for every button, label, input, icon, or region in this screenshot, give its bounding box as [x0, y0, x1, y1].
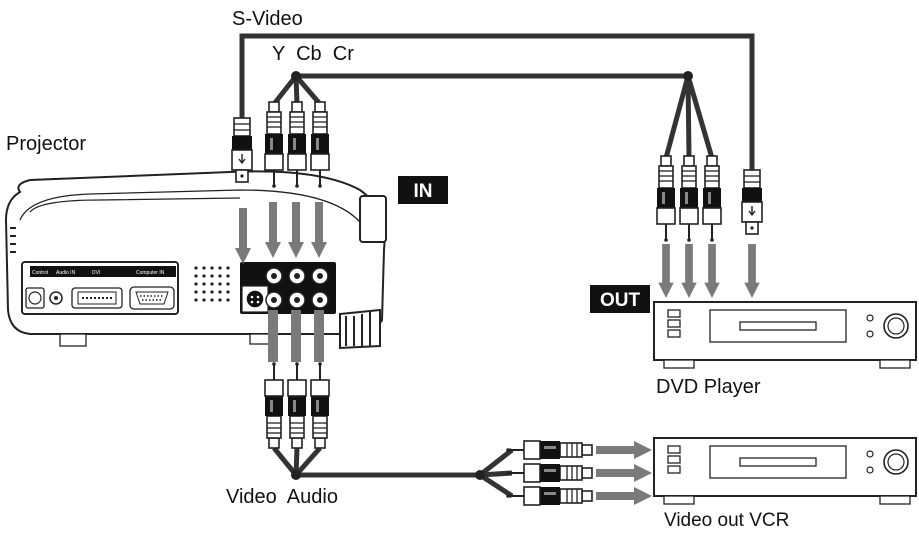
- rca-plug-icon: [505, 463, 593, 483]
- rca-plug-icon: [287, 361, 307, 449]
- arrow-down-icon: [681, 244, 697, 298]
- label-component: Y Cb Cr: [272, 43, 354, 65]
- rca-plug-icon: [505, 440, 593, 460]
- rca-plug-icon: [679, 155, 699, 243]
- vcr-icon: [653, 437, 917, 505]
- s-video-plug-icon: [741, 169, 763, 235]
- panel-label-audio-in: Audio IN: [56, 270, 76, 276]
- signal-arrows: [235, 202, 760, 505]
- panel-label-control: Control: [32, 270, 48, 276]
- speaker-grille: [194, 266, 230, 302]
- label-projector: Projector: [6, 133, 86, 155]
- arrow-down-icon: [658, 244, 674, 298]
- arrow-right-icon: [596, 487, 652, 505]
- svg-text:OUT: OUT: [600, 290, 641, 311]
- rca-plug-icon: [702, 155, 722, 243]
- rca-plug-icon: [656, 155, 676, 243]
- in-badge: IN: [398, 176, 448, 204]
- projector-icon: Control Audio IN DVI Computer IN: [4, 170, 387, 350]
- cables: [239, 33, 755, 499]
- s-video-cable: [239, 33, 755, 172]
- arrow-down-icon: [744, 244, 760, 298]
- rca-plug-icon: [310, 361, 330, 449]
- arrow-right-icon: [596, 441, 652, 459]
- out-badge: OUT: [590, 285, 650, 313]
- svg-text:IN: IN: [414, 181, 433, 202]
- label-vcr: Video out VCR: [664, 510, 789, 531]
- label-dvd-player: DVD Player: [656, 376, 761, 398]
- label-s-video: S-Video: [232, 8, 303, 30]
- panel-label-computer-in: Computer IN: [136, 270, 165, 276]
- dvd-player-icon: [653, 301, 917, 369]
- arrow-right-icon: [596, 464, 652, 482]
- rca-plug-icon: [505, 486, 593, 506]
- label-video-audio: Video Audio: [226, 486, 338, 508]
- rca-plug-icon: [264, 361, 284, 449]
- arrow-down-icon: [704, 244, 720, 298]
- panel-label-dvi: DVI: [92, 270, 100, 276]
